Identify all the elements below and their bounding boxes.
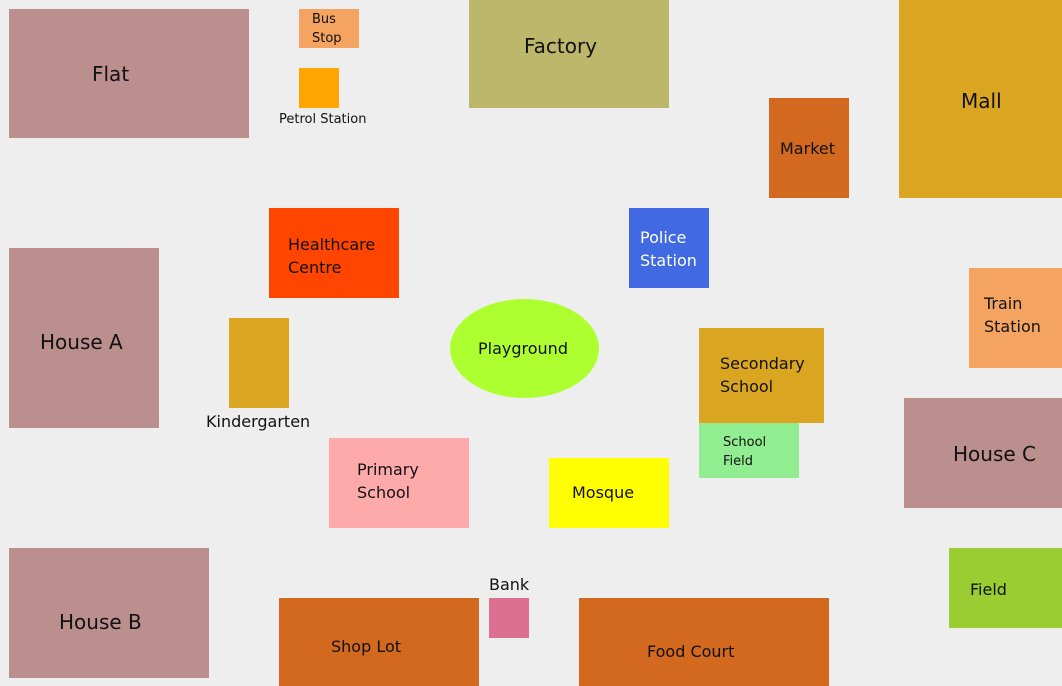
mall-label: Mall [961, 89, 1002, 113]
mosque-block [549, 458, 669, 528]
primary-school-block [329, 438, 469, 528]
kindergarten-label: Kindergarten [206, 412, 311, 431]
school-field-block [699, 423, 799, 478]
market-block [769, 98, 849, 198]
bank-block [489, 598, 529, 638]
field-label: Field [970, 580, 1007, 599]
train-station-block [969, 268, 1062, 368]
police-station-label: Police Station [640, 228, 697, 270]
house-b-block [9, 548, 209, 678]
mall-block [899, 0, 1062, 198]
shop-lot-block [279, 598, 479, 686]
flat-label: Flat [92, 62, 130, 86]
primary-school-label: Primary School [357, 460, 419, 502]
house-b-label: House B [59, 610, 142, 634]
secondary-school-label: Secondary School [720, 354, 805, 396]
factory-label: Factory [524, 34, 598, 58]
mosque-label: Mosque [572, 483, 635, 502]
house-c-label: House C [953, 442, 1036, 466]
house-a-label: House A [40, 330, 123, 354]
food-court-block [579, 598, 829, 686]
food-court-label: Food Court [647, 642, 735, 661]
bus-stop-block [299, 9, 359, 48]
flat-block [9, 9, 249, 138]
playground-ellipse [450, 299, 599, 398]
secondary-school-block [699, 328, 824, 423]
petrol-station-block [299, 68, 339, 108]
bank-label: Bank [489, 575, 530, 594]
field-block [949, 548, 1062, 628]
train-station-label: Train Station [984, 294, 1041, 336]
bus-stop-label: Bus Stop [312, 12, 342, 46]
kindergarten-block [229, 318, 289, 408]
house-a-block [9, 248, 159, 428]
house-c-block [904, 398, 1062, 508]
school-field-label: School Field [723, 435, 767, 469]
market-label: Market [780, 139, 835, 158]
factory-block [469, 0, 669, 108]
shop-lot-label: Shop Lot [331, 637, 402, 656]
healthcare-centre-label: Healthcare Centre [288, 235, 376, 277]
police-station-block [629, 208, 709, 288]
petrol-station-label: Petrol Station [279, 112, 367, 127]
healthcare-centre-block [269, 208, 399, 298]
playground-label: Playground [478, 339, 568, 358]
